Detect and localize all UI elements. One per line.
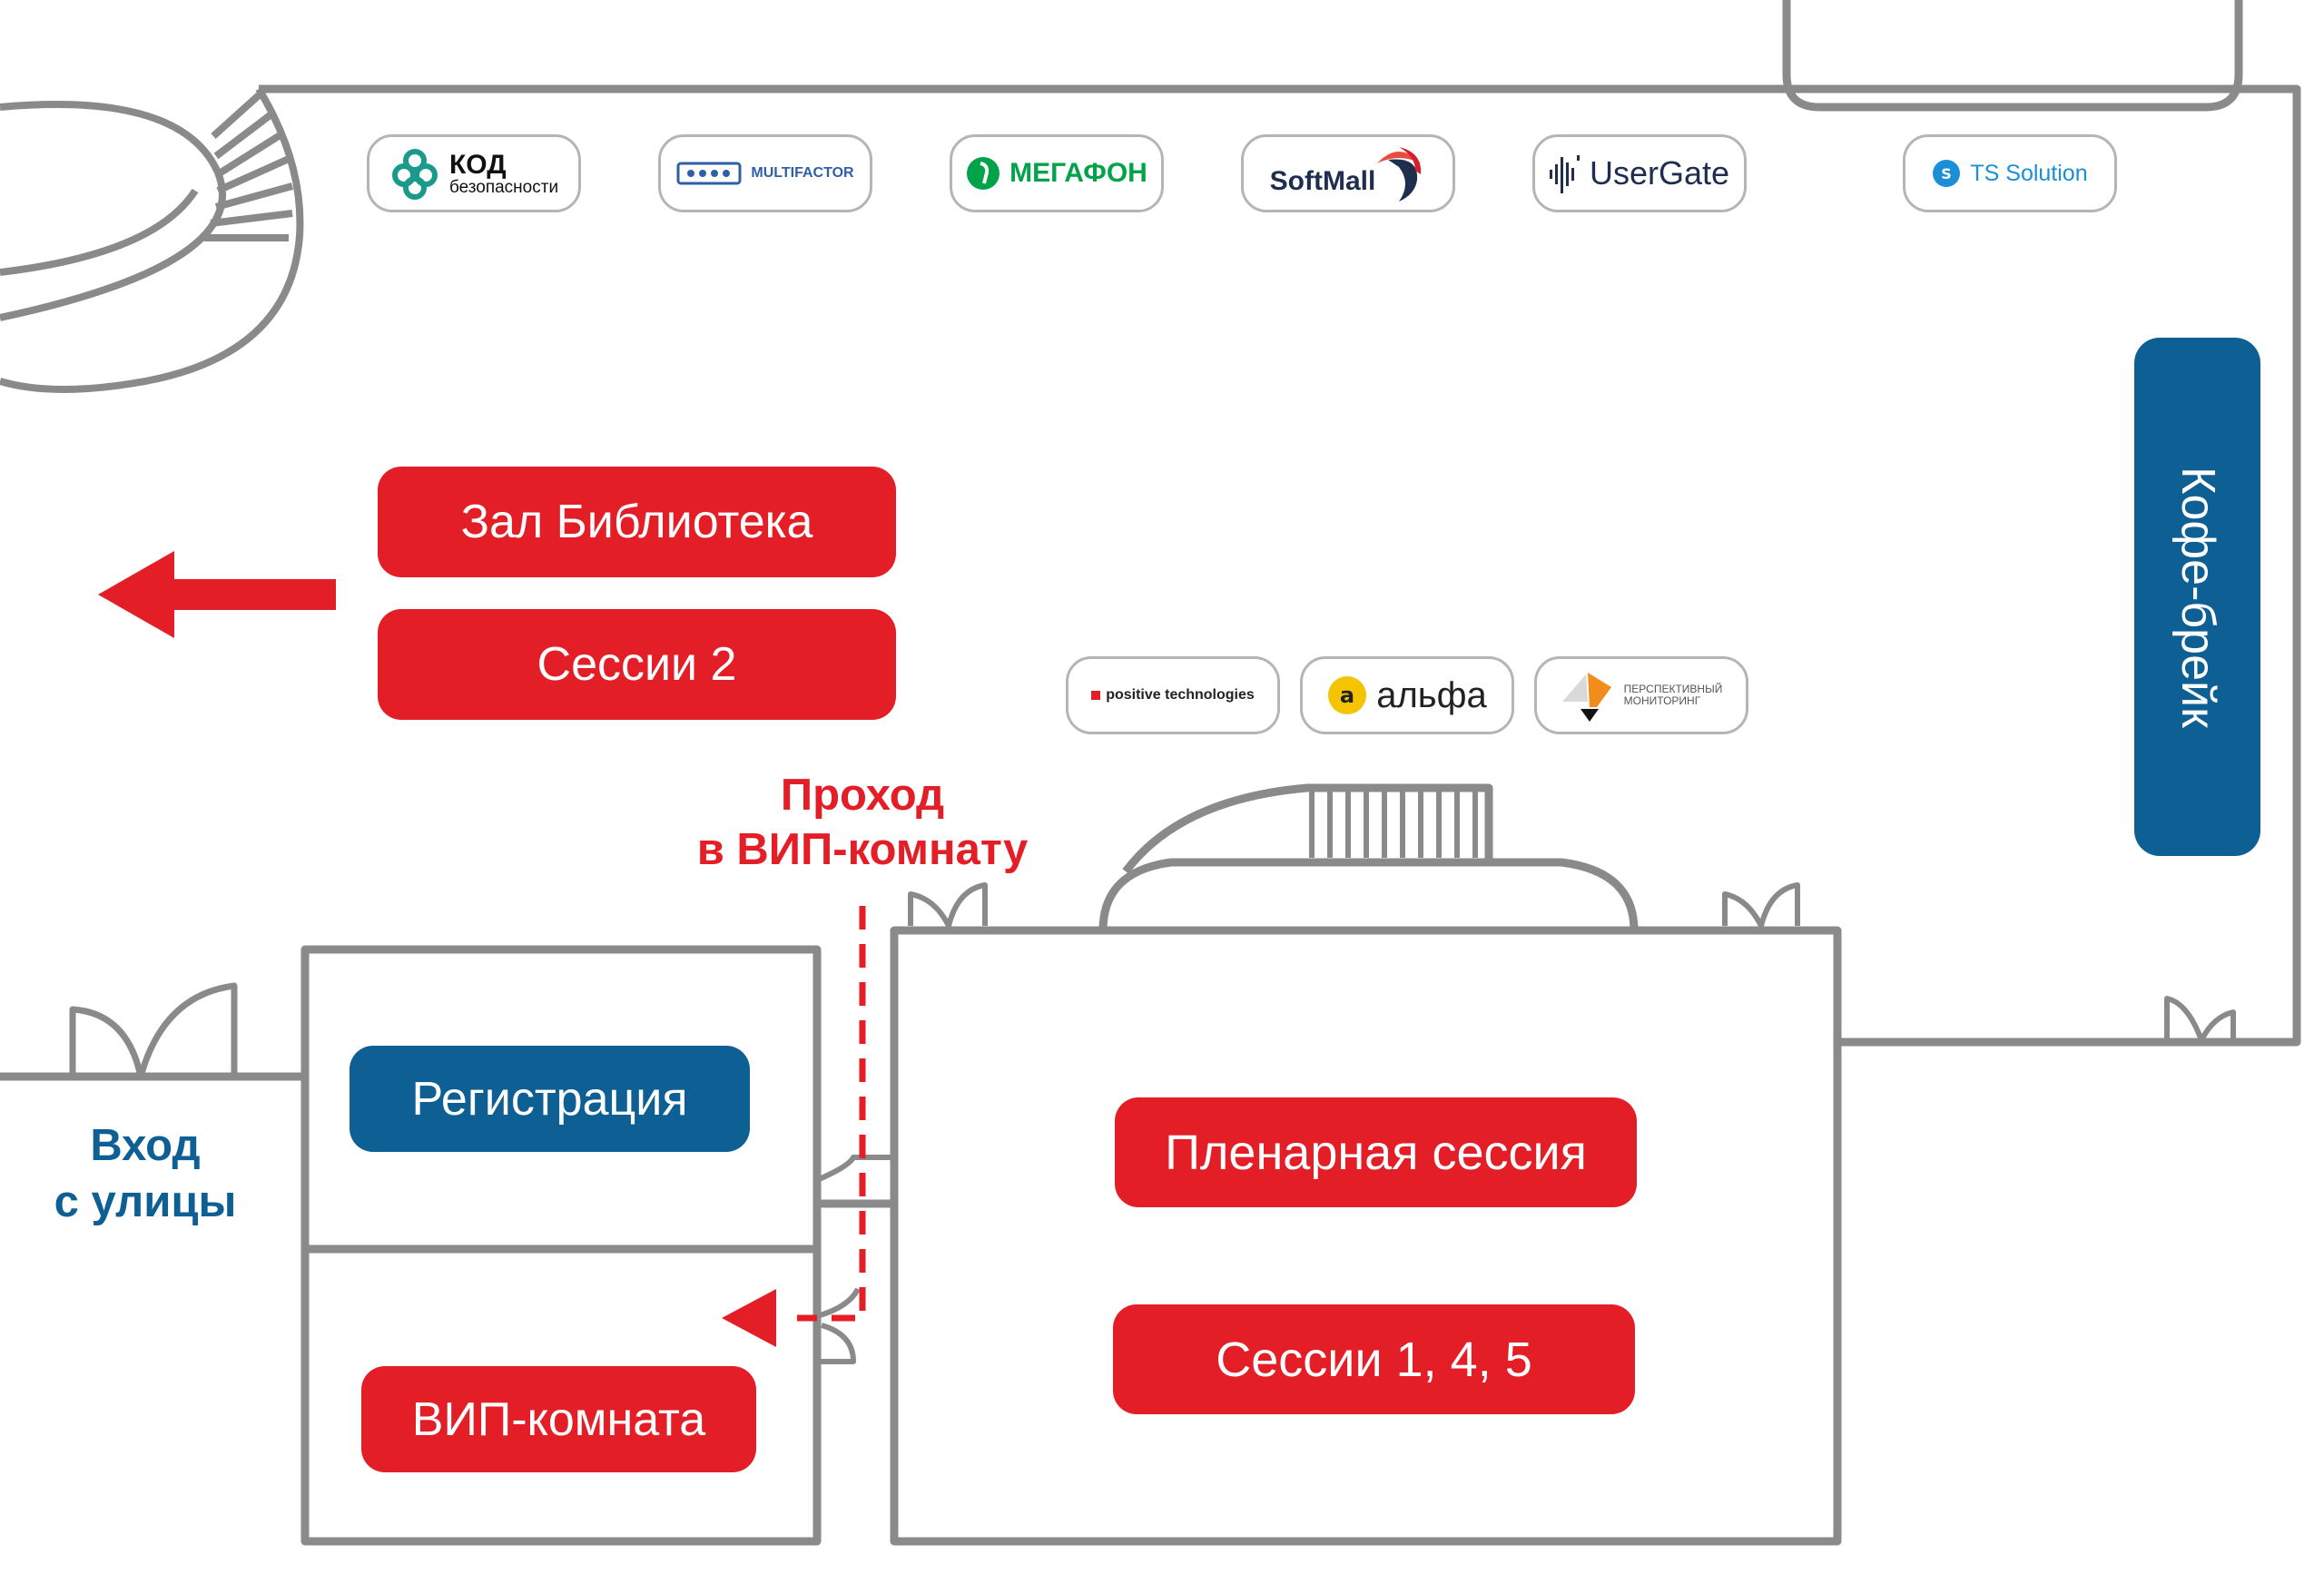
sponsor-perspektivny-monitoring[interactable]: ПЕРСПЕКТИВНЫЙ МОНИТОРИНГ [1534,656,1748,734]
coffee-area-door [2164,996,2236,1042]
sponsor-kod-bezopasnosti[interactable]: КОД безопасности [367,134,581,212]
password-dots-icon [676,162,742,185]
room-registration[interactable]: Регистрация [350,1046,750,1152]
vip-arrow-icon [722,1289,776,1347]
room-library[interactable]: Зал Библиотека [378,467,896,577]
multifactor-text: MULTIFACTOR [751,165,854,181]
room-sessions-2[interactable]: Сессии 2 [378,609,896,720]
usergate-text: UserGate [1589,154,1730,192]
vip-passage-label: Проход в ВИП-комнату [696,771,1029,874]
sponsor-usergate[interactable]: UserGate [1532,134,1747,212]
ts-solution-text: TS Solution [1970,160,2088,186]
svg-text:а: а [1340,683,1354,708]
top-notch [1782,0,2243,112]
clover-icon [391,149,438,200]
megafon-leaf-icon [967,157,1000,190]
softmall-text: SoftMall [1269,166,1376,196]
room-vip[interactable]: ВИП-комната [361,1366,756,1472]
entrance-door-left [69,1006,144,1077]
sponsor-megafon[interactable]: МЕГАФОН [950,134,1164,212]
sponsor-softmall[interactable]: SoftMall [1241,134,1455,212]
room-coffee-break-label: Кофе-брейк [2171,466,2224,728]
megafon-text: МЕГАФОН [1009,158,1147,188]
sponsor-multifactor[interactable]: MULTIFACTOR [658,134,872,212]
stage [1098,858,1639,931]
sponsor-ts-solution[interactable]: S TS Solution [1903,134,2117,212]
plenary-door-right [1722,882,1800,928]
street-entrance-label: Вход с улицы [54,1121,237,1226]
red-square-icon [1091,691,1101,700]
stage-top [1122,783,1493,874]
room-sessions-145-label: Сессии 1, 4, 5 [1216,1332,1532,1387]
room-sessions-145[interactable]: Сессии 1, 4, 5 [1113,1304,1635,1414]
ts-circle-icon: S [1933,160,1961,187]
plenary-door-left [908,882,988,928]
left-arrow-icon [98,551,336,638]
ribbon-icon [1377,147,1422,202]
sponsor-alfa[interactable]: а альфа [1300,656,1514,734]
room-plenary[interactable]: Пленарная сессия [1115,1097,1637,1207]
signal-bars-icon [1549,155,1580,193]
room-sessions-2-label: Сессии 2 [537,638,737,691]
room-registration-label: Регистрация [411,1072,688,1126]
plenary-hall [890,926,1842,1546]
room-library-label: Зал Библиотека [460,496,813,548]
svg-text:S: S [1942,165,1953,182]
vip-passage-path [797,906,866,1322]
entrance-door-right [137,982,238,1077]
room-plenary-label: Пленарная сессия [1165,1125,1587,1180]
room-coffee-break[interactable]: Кофе-брейк [2134,338,2260,856]
spiral-staircase [0,86,304,393]
positive-technologies-text: positive technologies [1106,687,1255,703]
sponsor-positive-technologies[interactable]: positive technologies [1066,656,1280,734]
outer-wall-top [259,84,2301,1047]
stage-steps [1309,788,1478,858]
yellow-a-icon: а [1328,676,1367,714]
room-vip-label: ВИП-комната [411,1392,706,1446]
kod-logo-text: КОД безопасности [448,149,559,197]
orange-flag-icon [1561,673,1611,722]
alfa-text: альфа [1376,674,1487,715]
perspektivny-text: ПЕРСПЕКТИВНЫЙ МОНИТОРИНГ [1623,682,1723,707]
